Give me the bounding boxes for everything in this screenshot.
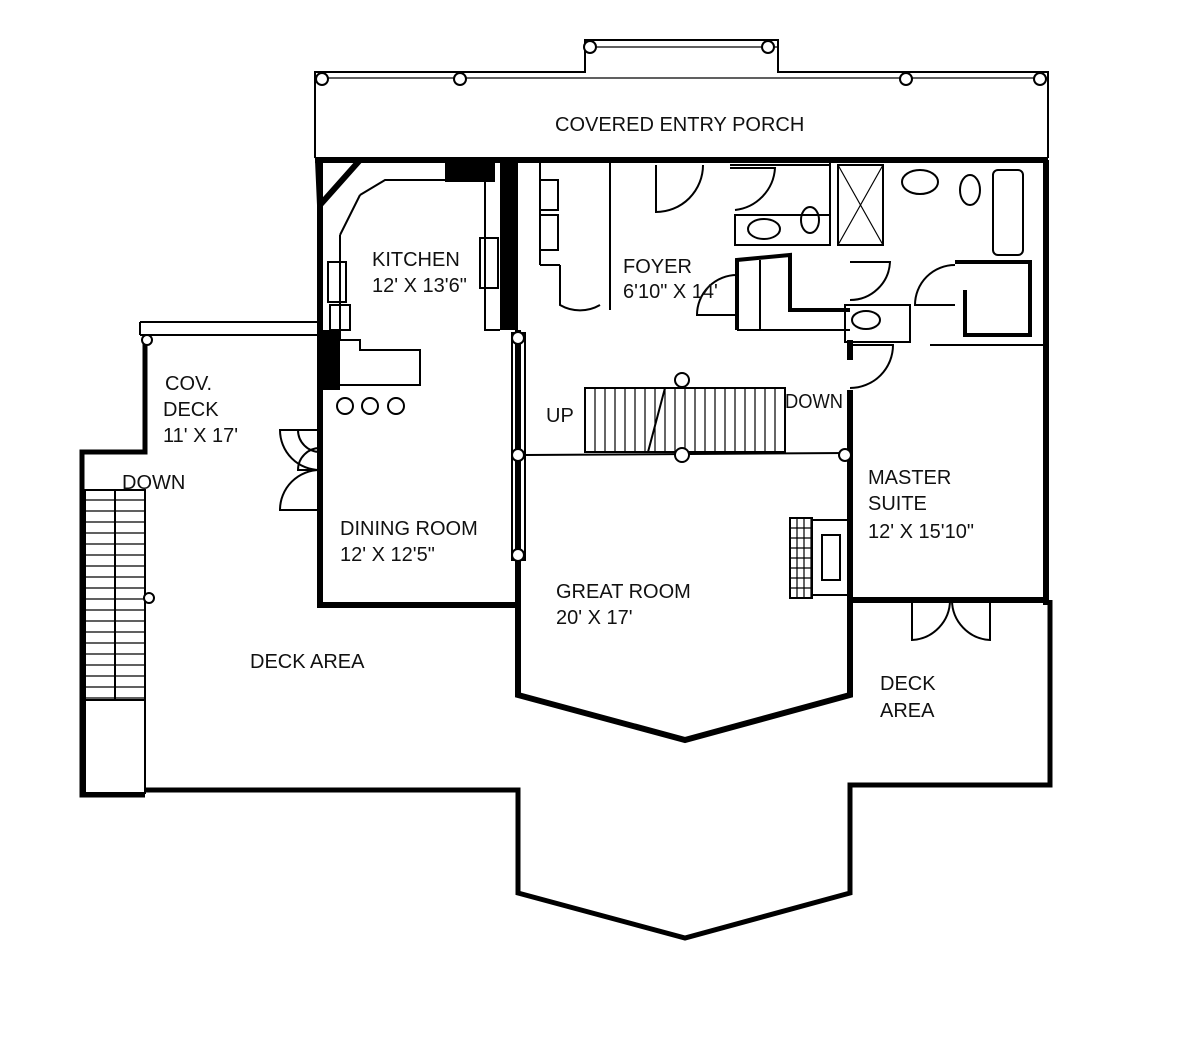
deck-stairs bbox=[84, 489, 155, 794]
foyer-size: 6'10" X 14' bbox=[623, 281, 718, 303]
deck-area-right-label-1: DECK bbox=[880, 673, 936, 695]
cov-deck-label-2: DECK bbox=[163, 399, 219, 421]
covered-entry-porch bbox=[314, 39, 1049, 158]
deck-area-left-label: DECK AREA bbox=[250, 651, 365, 673]
porch-label: COVERED ENTRY PORCH bbox=[555, 114, 804, 136]
deck-outline bbox=[79, 321, 1053, 941]
deck-area-right-label-2: AREA bbox=[880, 700, 935, 722]
great-room-size: 20' X 17' bbox=[556, 607, 633, 629]
main-stairs bbox=[511, 331, 852, 562]
cov-deck-size: 11' X 17' bbox=[163, 425, 238, 447]
doors bbox=[278, 164, 991, 642]
cov-deck-label-1: COV. bbox=[165, 373, 212, 395]
dining-label: DINING ROOM bbox=[340, 518, 478, 540]
fireplace bbox=[789, 517, 849, 599]
kitchen-size: 12' X 13'6" bbox=[372, 275, 467, 297]
master-label-1: MASTER bbox=[868, 467, 951, 489]
foyer-label: FOYER bbox=[623, 256, 692, 278]
stairs-down: DOWN bbox=[785, 391, 843, 413]
dining-size: 12' X 12'5" bbox=[340, 544, 435, 566]
kitchen-label: KITCHEN bbox=[372, 249, 460, 271]
stairs-up: UP bbox=[546, 405, 574, 427]
master-label-2: SUITE bbox=[868, 493, 927, 515]
deck-stairs-down: DOWN bbox=[122, 472, 185, 494]
master-size: 12' X 15'10" bbox=[868, 521, 974, 543]
house-walls bbox=[314, 157, 1049, 744]
great-room-label: GREAT ROOM bbox=[556, 581, 691, 603]
porch-columns bbox=[315, 40, 1047, 86]
